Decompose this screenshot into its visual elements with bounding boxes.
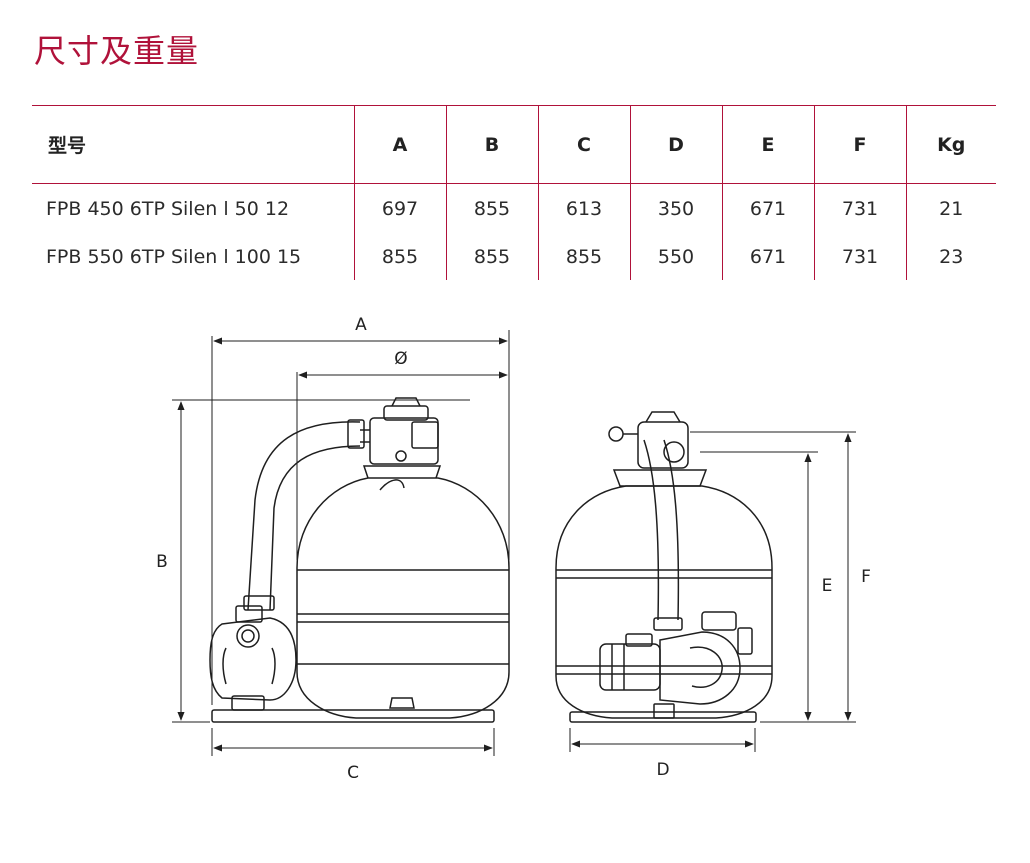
cell-d: 350: [629, 183, 722, 233]
label-f: F: [861, 567, 871, 587]
table-header-row: 型号 A B C D E F Kg: [32, 105, 996, 184]
cell-kg: 23: [905, 233, 996, 280]
header-c: C: [537, 105, 630, 184]
multiport-valve: [369, 417, 439, 465]
header-model: 型号: [32, 105, 354, 184]
table-row: FPB 550 6TP Silen l 100 15 855 855 855 5…: [32, 233, 996, 280]
front-base-plate: [569, 711, 757, 723]
cell-e: 671: [721, 233, 814, 280]
label-diameter: Ø: [394, 349, 407, 369]
cell-a: 697: [353, 183, 446, 233]
header-d: D: [629, 105, 722, 184]
label-d: D: [656, 760, 669, 780]
dimensions-table: 型号 A B C D E F Kg FPB 450 6TP Silen l 50…: [32, 105, 996, 280]
header-f: F: [813, 105, 906, 184]
header-b: B: [445, 105, 538, 184]
table-row: FPB 450 6TP Silen l 50 12 697 855 613 35…: [32, 183, 996, 233]
cell-e: 671: [721, 183, 814, 233]
hose-inner: [269, 445, 361, 611]
label-c: C: [347, 763, 359, 783]
cell-b: 855: [445, 183, 538, 233]
filter-side-view: [209, 397, 510, 723]
label-e: E: [822, 576, 833, 596]
tank-body: [296, 477, 510, 719]
base-plate: [211, 709, 495, 723]
side-view-dimensions: [172, 330, 510, 756]
cell-model: FPB 450 6TP Silen l 50 12: [46, 198, 290, 220]
pump-body: [659, 631, 741, 705]
dimension-drawing: A Ø B C: [156, 315, 871, 783]
page-title: 尺寸及重量: [34, 32, 200, 70]
filter-front-view: [555, 411, 773, 723]
label-b: B: [156, 552, 168, 572]
cell-c: 613: [537, 183, 630, 233]
cell-f: 731: [813, 183, 906, 233]
front-tank-body: [555, 485, 773, 719]
header-kg: Kg: [905, 105, 996, 184]
cell-kg: 21: [905, 183, 996, 233]
header-a: A: [353, 105, 446, 184]
label-a: A: [355, 315, 367, 335]
front-view-dimensions: [569, 431, 856, 752]
pump-motor: [599, 643, 661, 691]
pump-housing: [209, 617, 297, 701]
cell-c: 855: [537, 233, 630, 280]
cell-b: 855: [445, 233, 538, 280]
cell-f: 731: [813, 233, 906, 280]
front-valve: [637, 421, 689, 469]
header-e: E: [721, 105, 814, 184]
cell-d: 550: [629, 233, 722, 280]
hose-outer: [247, 421, 361, 611]
cell-model: FPB 550 6TP Silen l 100 15: [46, 246, 302, 268]
cell-a: 855: [353, 233, 446, 280]
